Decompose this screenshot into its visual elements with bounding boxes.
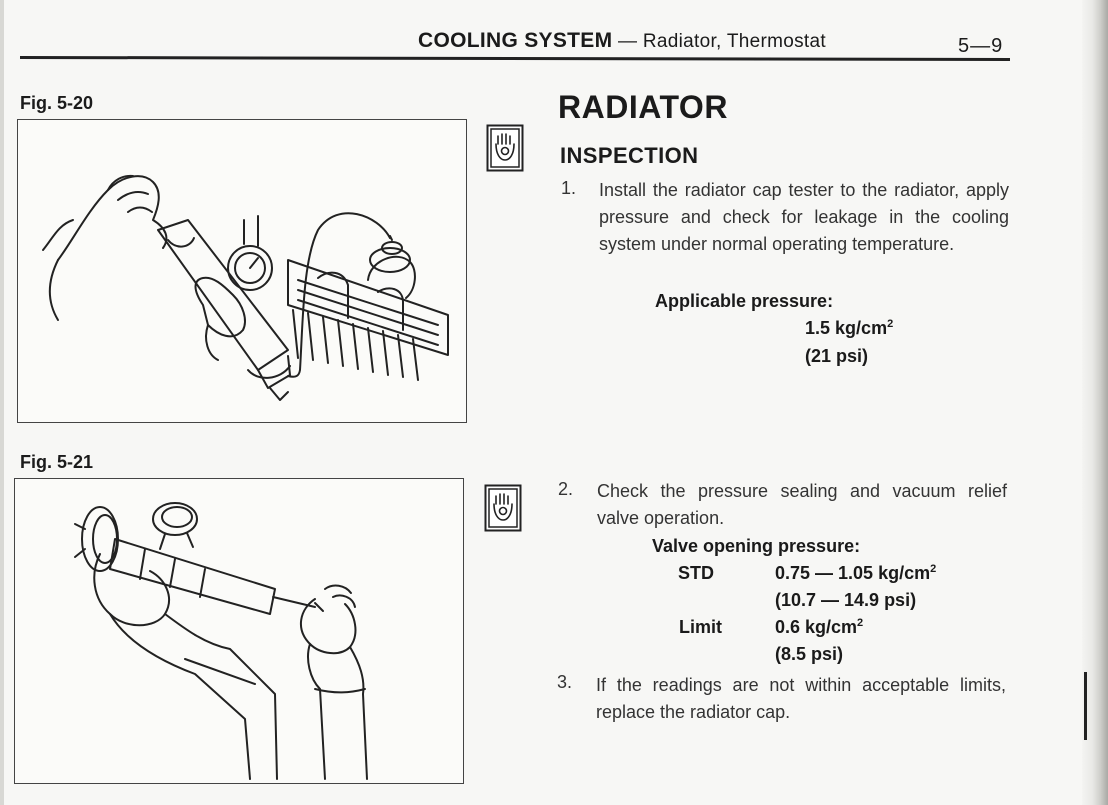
subsection-title: INSPECTION [560, 143, 699, 168]
page-left-edge [0, 0, 4, 805]
spec-unit: kg/cm [835, 318, 888, 338]
step-1-number: 1. [561, 178, 577, 198]
step-3-number: 3. [557, 672, 573, 692]
std-value-text: 0.75 — 1.05 kg/cm [775, 563, 931, 583]
inspection-hand-icon [484, 484, 522, 532]
limit-value: 0.6 kg/cm2 [775, 617, 863, 638]
limit-label: Limit [679, 617, 722, 637]
section-title: RADIATOR [558, 89, 728, 125]
page-right-edge [1082, 0, 1108, 805]
step-3-text: If the readings are not within acceptabl… [596, 675, 1006, 722]
step-1-spec-value: 1.5 kg/cm2 [805, 318, 893, 339]
running-header: COOLING SYSTEM — Radiator, Thermostat [418, 29, 826, 53]
step-1-text: Install the radiator cap tester to the r… [599, 180, 1009, 254]
std-exponent: 2 [930, 563, 937, 575]
page-number: 5—9 [958, 35, 1004, 57]
inspection-hand-icon [486, 124, 524, 172]
header-subsection: Radiator, Thermostat [642, 31, 826, 52]
limit-exponent: 2 [857, 617, 864, 629]
spec-number: 1.5 [805, 318, 831, 338]
spec-exponent: 2 [887, 318, 894, 330]
std-psi: (10.7 — 14.9 psi) [775, 590, 917, 610]
limit-psi: (8.5 psi) [775, 644, 844, 664]
figure-5-21-illustration [14, 478, 464, 784]
step-1-spec-heading: Applicable pressure: [655, 291, 834, 311]
step-2-number: 2. [558, 479, 574, 499]
radiator-cap-on-tester-drawing [74, 502, 368, 780]
figure-5-20-illustration [17, 119, 467, 423]
radiator-cap-tester-drawing [42, 174, 449, 401]
step-2-text: Check the pressure sealing and vacuum re… [597, 481, 1007, 528]
page-binding-mark [1084, 672, 1087, 740]
std-label: STD [678, 563, 714, 583]
figure-label-5-21: Fig. 5-21 [20, 452, 94, 472]
header-separator: — [612, 31, 643, 52]
header-rule [19, 55, 1011, 62]
figure-label-5-20: Fig. 5-20 [20, 93, 94, 113]
std-value: 0.75 — 1.05 kg/cm2 [775, 563, 936, 584]
limit-value-text: 0.6 kg/cm [775, 617, 858, 637]
step-1-spec-psi: (21 psi) [805, 346, 869, 366]
header-section: COOLING SYSTEM [418, 29, 613, 52]
step-2-spec-heading: Valve opening pressure: [652, 536, 861, 556]
